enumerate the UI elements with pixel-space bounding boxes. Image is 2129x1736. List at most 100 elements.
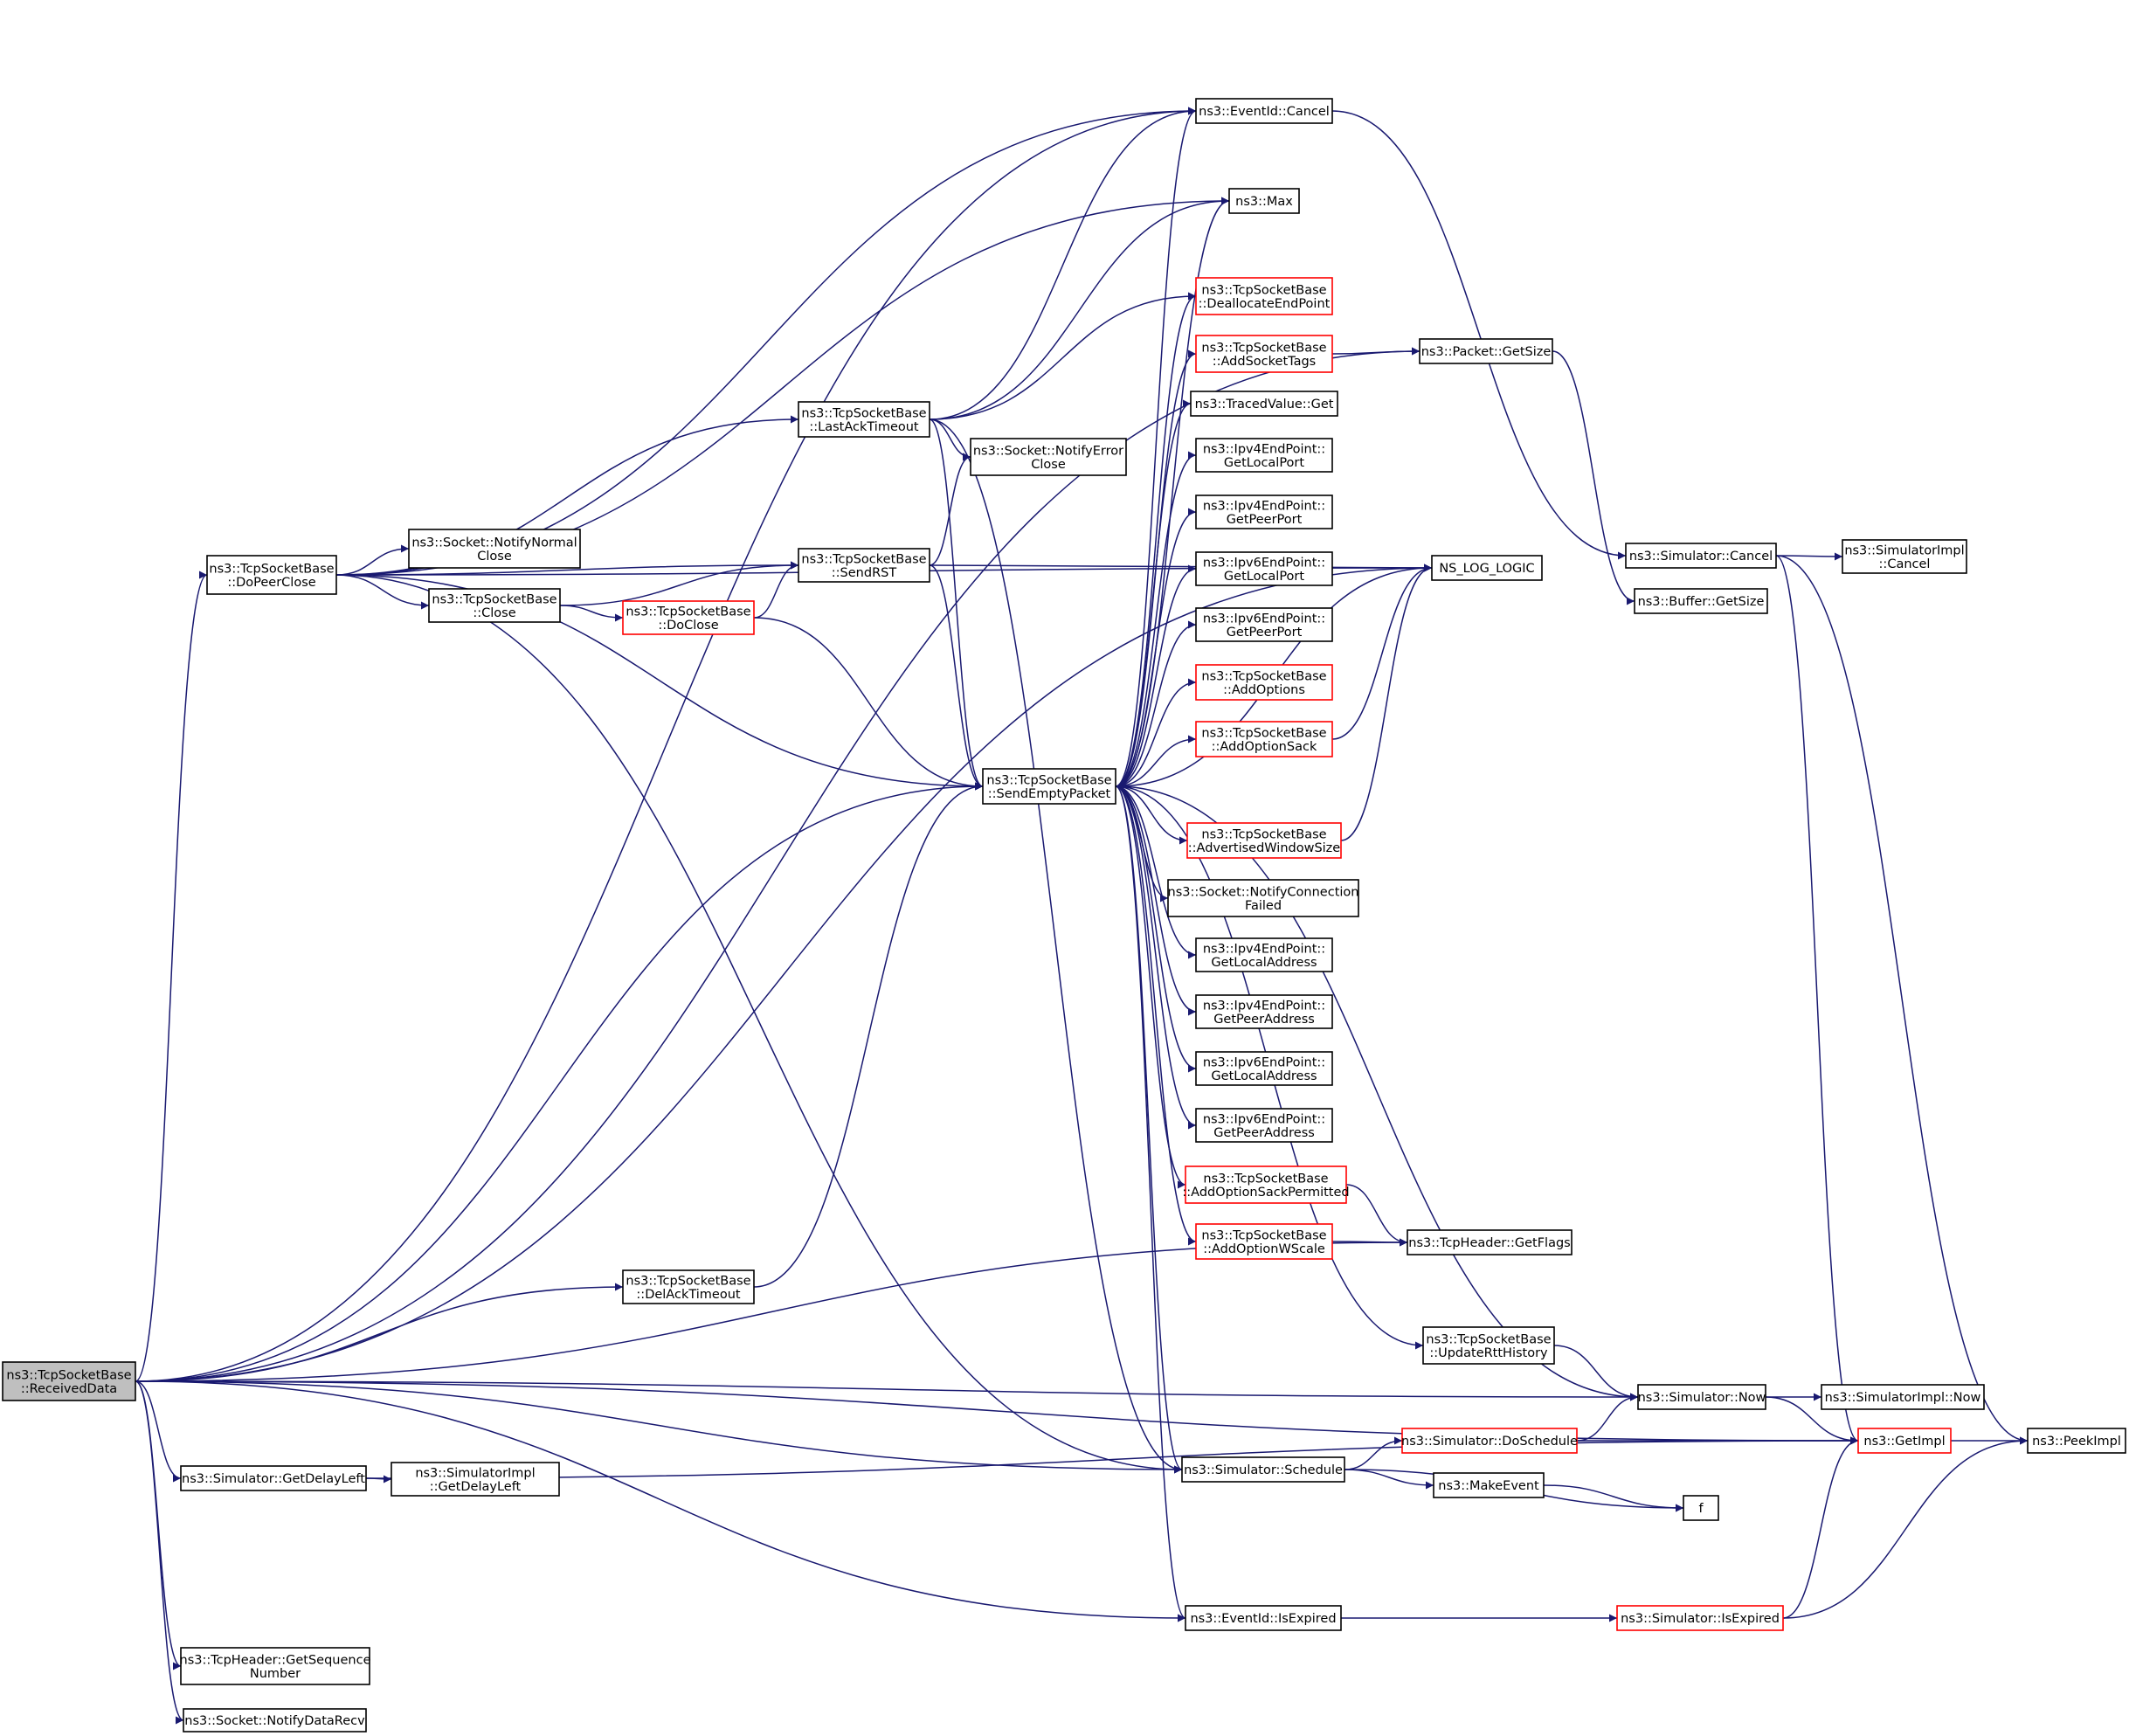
edge-send_empty_packet-to-ipv4_get_peer_port bbox=[1115, 508, 1197, 787]
node-event_cancel[interactable]: ns3::EventId::Cancel bbox=[1195, 98, 1333, 124]
node-ns_log_logic[interactable]: NS_LOG_LOGIC bbox=[1431, 555, 1543, 581]
node-packet_get_size[interactable]: ns3::Packet::GetSize bbox=[1419, 338, 1553, 364]
edge-sim_cancel-to-peek_impl bbox=[1775, 555, 2029, 1445]
node-event_is_expired[interactable]: ns3::EventId::IsExpired bbox=[1185, 1605, 1342, 1631]
edge-sim_get_delay_left-to-get_impl bbox=[365, 1436, 1859, 1479]
node-sim_now[interactable]: ns3::Simulator::Now bbox=[1637, 1384, 1766, 1410]
node-label-line: GetPeerPort bbox=[1227, 626, 1303, 640]
node-add_option_sack_permitted[interactable]: ns3::TcpSocketBase::AddOptionSackPermitt… bbox=[1182, 1165, 1350, 1204]
node-label-line: ns3::PeekImpl bbox=[2032, 1435, 2121, 1449]
node-sim_schedule[interactable]: ns3::Simulator::Schedule bbox=[1181, 1456, 1345, 1483]
node-box bbox=[1195, 1051, 1333, 1086]
edge-send_rst-to-send_empty_packet bbox=[929, 564, 984, 791]
node-box bbox=[982, 768, 1116, 805]
node-max[interactable]: ns3::Max bbox=[1228, 188, 1300, 214]
node-add_options[interactable]: ns3::TcpSocketBase::AddOptions bbox=[1195, 664, 1333, 701]
node-get_impl[interactable]: ns3::GetImpl bbox=[1857, 1428, 1952, 1454]
edge-send_empty_packet-to-sim_now bbox=[1115, 785, 1639, 1401]
node-ipv6_get_peer_port[interactable]: ns3::Ipv6EndPoint::GetPeerPort bbox=[1195, 607, 1333, 642]
node-box bbox=[622, 600, 755, 635]
edge-send_empty_packet-to-traced_value_get bbox=[1115, 399, 1192, 787]
node-label-line: GetLocalPort bbox=[1224, 456, 1304, 470]
node-ipv6_get_local_port[interactable]: ns3::Ipv6EndPoint::GetLocalPort bbox=[1195, 551, 1333, 586]
node-ipv4_get_peer_port[interactable]: ns3::Ipv4EndPoint::GetPeerPort bbox=[1195, 495, 1333, 529]
node-traced_value_get[interactable]: ns3::TracedValue::Get bbox=[1190, 391, 1338, 417]
edge-do_peer_close-to-max bbox=[335, 197, 1230, 576]
node-peek_impl[interactable]: ns3::PeekImpl bbox=[2027, 1428, 2126, 1454]
node-label-line: ::SendEmptyPacket bbox=[988, 787, 1111, 801]
node-add_socket_tags[interactable]: ns3::TcpSocketBase::AddSocketTags bbox=[1195, 335, 1333, 373]
node-buffer_get_size[interactable]: ns3::Buffer::GetSize bbox=[1634, 588, 1768, 614]
node-label-line: ::AddOptionSackPermitted bbox=[1182, 1186, 1349, 1200]
node-label-line: NS_LOG_LOGIC bbox=[1439, 562, 1534, 576]
node-ipv4_get_local_address[interactable]: ns3::Ipv4EndPoint::GetLocalAddress bbox=[1195, 937, 1333, 972]
node-notify_data_recv[interactable]: ns3::Socket::NotifyDataRecv bbox=[183, 1708, 367, 1733]
node-send_rst[interactable]: ns3::TcpSocketBase::SendRST bbox=[798, 548, 930, 583]
node-last_ack_timeout[interactable]: ns3::TcpSocketBase::LastAckTimeout bbox=[798, 401, 930, 438]
node-add_option_wscale[interactable]: ns3::TcpSocketBase::AddOptionWScale bbox=[1195, 1223, 1333, 1260]
node-tcpheader_get_flags[interactable]: ns3::TcpHeader::GetFlags bbox=[1407, 1229, 1573, 1255]
node-tcp_close[interactable]: ns3::TcpSocketBase::Close bbox=[428, 588, 561, 623]
edge-do_peer_close-to-send_empty_packet bbox=[335, 574, 984, 791]
edge-tcp_close-to-do_close bbox=[559, 605, 624, 622]
edge-send_empty_packet-to-add_options bbox=[1115, 678, 1197, 787]
node-send_empty_packet[interactable]: ns3::TcpSocketBase::SendEmptyPacket bbox=[982, 768, 1116, 805]
node-label-line: ns3::SimulatorImpl bbox=[415, 1466, 535, 1480]
edge-tcp_close-to-send_rst bbox=[559, 561, 799, 606]
node-del_ack_timeout[interactable]: ns3::TcpSocketBase::DelAckTimeout bbox=[622, 1269, 755, 1304]
node-label-line: ns3::EventId::Cancel bbox=[1199, 105, 1330, 119]
node-label-line: Close bbox=[1031, 458, 1066, 472]
node-label-line: ns3::Ipv4EndPoint:: bbox=[1203, 499, 1325, 513]
node-label-line: ns3::Ipv6EndPoint:: bbox=[1203, 1112, 1325, 1126]
node-label-line: ns3::TcpSocketBase bbox=[626, 605, 750, 619]
node-label-line: ns3::Simulator::DoSchedule bbox=[1401, 1435, 1578, 1449]
node-label-line: ns3::TcpSocketBase bbox=[1203, 1172, 1328, 1186]
node-label-line: ::DeallocateEndPoint bbox=[1199, 297, 1331, 311]
node-box bbox=[206, 555, 337, 595]
node-box bbox=[1195, 335, 1333, 373]
edge-do_close-to-send_rst bbox=[753, 561, 799, 619]
node-do_close[interactable]: ns3::TcpSocketBase::DoClose bbox=[622, 600, 755, 635]
edge-received_data-to-sim_now bbox=[135, 1380, 1639, 1401]
node-update_rtt_history[interactable]: ns3::TcpSocketBase::UpdateRttHistory bbox=[1422, 1326, 1555, 1365]
node-add_option_sack[interactable]: ns3::TcpSocketBase::AddOptionSack bbox=[1195, 721, 1333, 757]
node-box bbox=[408, 529, 581, 569]
edge-advertised_window_size-to-ns_log_logic bbox=[1340, 564, 1433, 841]
edge-sim_schedule-to-sim_do_schedule bbox=[1344, 1436, 1403, 1470]
node-label-line: ns3::TcpSocketBase bbox=[1201, 341, 1326, 355]
node-label-line: GetLocalAddress bbox=[1211, 1069, 1317, 1083]
node-sim_is_expired[interactable]: ns3::Simulator::IsExpired bbox=[1616, 1605, 1784, 1631]
node-label-line: ns3::TcpSocketBase bbox=[801, 552, 926, 566]
node-box bbox=[1195, 277, 1333, 315]
node-advertised_window_size[interactable]: ns3::TcpSocketBase::AdvertisedWindowSize bbox=[1186, 822, 1342, 859]
node-sim_do_schedule[interactable]: ns3::Simulator::DoSchedule bbox=[1401, 1428, 1578, 1454]
node-simimpl_cancel[interactable]: ns3::SimulatorImpl::Cancel bbox=[1842, 539, 1967, 574]
node-ipv4_get_local_port[interactable]: ns3::Ipv4EndPoint::GetLocalPort bbox=[1195, 438, 1333, 473]
node-simimpl_get_delay_left[interactable]: ns3::SimulatorImpl::GetDelayLeft bbox=[391, 1462, 560, 1497]
edge-do_peer_close-to-sim_schedule bbox=[335, 574, 1183, 1474]
node-label-line: ns3::Simulator::GetDelayLeft bbox=[182, 1472, 365, 1486]
node-deallocate_end_point[interactable]: ns3::TcpSocketBase::DeallocateEndPoint bbox=[1195, 277, 1333, 315]
node-label-line: GetPeerAddress bbox=[1213, 1013, 1315, 1027]
node-ipv6_get_local_address[interactable]: ns3::Ipv6EndPoint::GetLocalAddress bbox=[1195, 1051, 1333, 1086]
node-f[interactable]: f bbox=[1683, 1495, 1719, 1521]
node-sim_get_delay_left[interactable]: ns3::Simulator::GetDelayLeft bbox=[180, 1465, 367, 1491]
node-box bbox=[1419, 338, 1553, 364]
node-simimpl_now[interactable]: ns3::SimulatorImpl::Now bbox=[1821, 1384, 1985, 1410]
node-do_peer_close[interactable]: ns3::TcpSocketBase::DoPeerClose bbox=[206, 555, 337, 595]
edge-add_option_sack_permitted-to-tcpheader_get_flags bbox=[1345, 1184, 1408, 1247]
node-ipv6_get_peer_address[interactable]: ns3::Ipv6EndPoint::GetPeerAddress bbox=[1195, 1108, 1333, 1143]
node-label-line: ns3::Ipv4EndPoint:: bbox=[1203, 942, 1325, 956]
node-sim_cancel[interactable]: ns3::Simulator::Cancel bbox=[1625, 543, 1777, 569]
node-label-line: ns3::Simulator::IsExpired bbox=[1621, 1612, 1780, 1626]
node-label-line: ::Cancel bbox=[1879, 557, 1931, 571]
node-label-line: ns3::TcpSocketBase bbox=[209, 562, 334, 576]
edge-last_ack_timeout-to-send_empty_packet bbox=[929, 418, 984, 791]
node-label-line: ns3::SimulatorImpl bbox=[1844, 543, 1964, 557]
node-make_event[interactable]: ns3::MakeEvent bbox=[1433, 1472, 1545, 1498]
node-ipv4_get_peer_address[interactable]: ns3::Ipv4EndPoint::GetPeerAddress bbox=[1195, 994, 1333, 1029]
